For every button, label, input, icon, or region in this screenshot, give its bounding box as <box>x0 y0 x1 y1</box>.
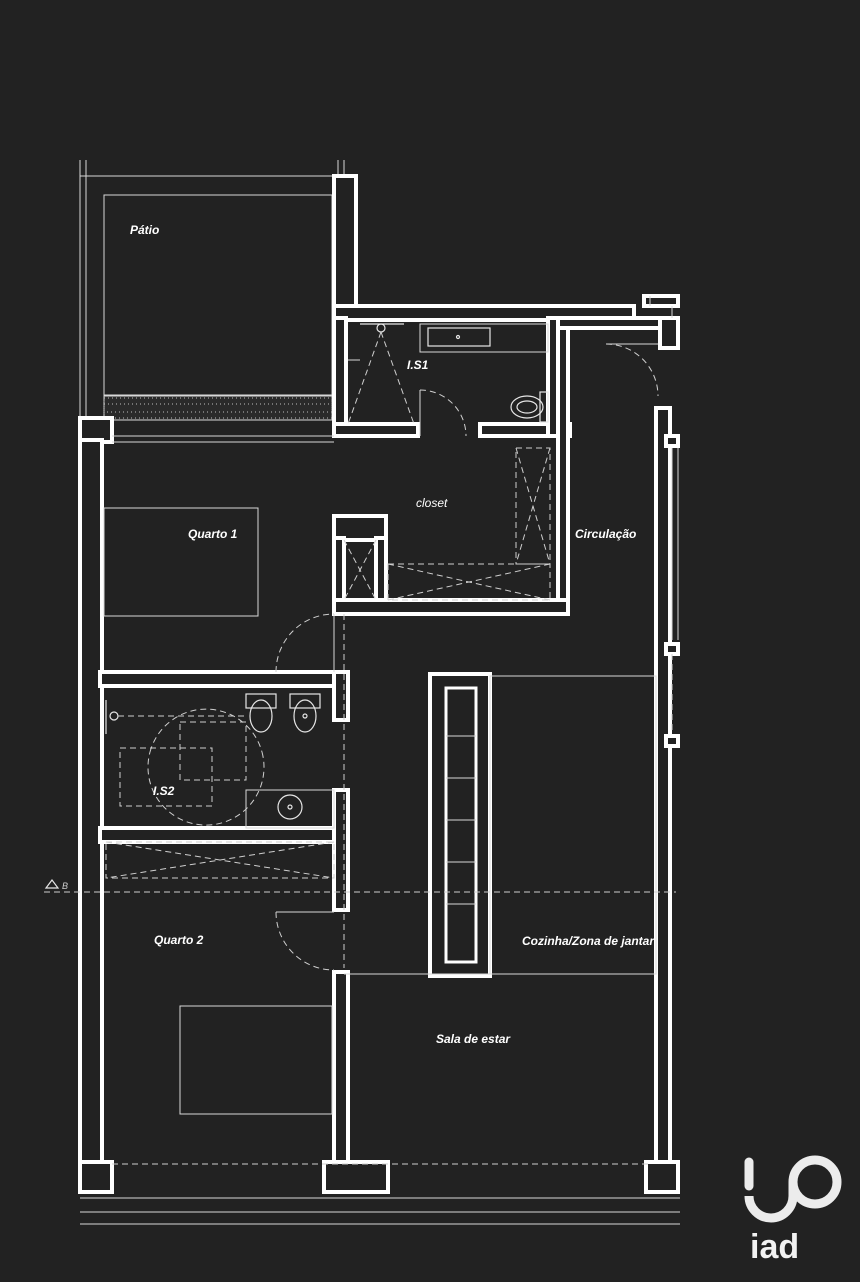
iad-logo-icon: iad <box>744 1155 842 1266</box>
furniture <box>103 507 657 1115</box>
room-label-cozinha: Cozinha/Zona de jantar <box>522 934 655 948</box>
patio-area <box>79 160 345 421</box>
room-label-is1: I.S1 <box>407 358 429 372</box>
room-label-quarto1: Quarto 1 <box>188 527 238 541</box>
closet-fixtures <box>343 447 551 601</box>
room-label-sala: Sala de estar <box>436 1032 511 1046</box>
section-line: B <box>44 879 676 893</box>
is1-fixtures <box>347 323 549 437</box>
is2-fixtures <box>105 693 335 829</box>
room-label-patio: Pátio <box>130 223 159 237</box>
room-label-quarto2: Quarto 2 <box>154 933 204 947</box>
section-marker-label: B <box>62 881 68 891</box>
room-labels: Pátio I.S1 closet Quarto 1 Circulação I.… <box>130 223 655 1046</box>
brand-text: iad <box>750 1228 799 1266</box>
walls <box>78 174 680 1194</box>
doors-windows <box>80 296 680 1225</box>
room-label-is2: I.S2 <box>153 784 175 798</box>
room-label-closet: closet <box>416 496 448 510</box>
room-label-circulacao: Circulação <box>575 527 636 541</box>
